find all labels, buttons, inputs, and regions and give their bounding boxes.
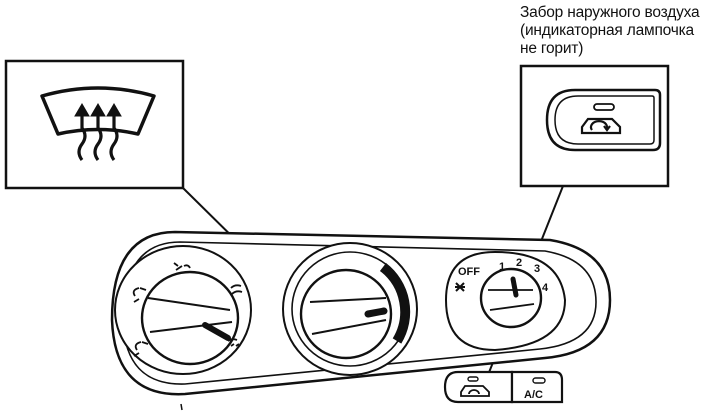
outside-air-caption: Забор наружного воздуха (индикаторная ла… — [520, 4, 720, 58]
vent-mode-icon — [132, 262, 243, 357]
recirculation-button[interactable] — [443, 370, 514, 404]
caption-line-3: не горит) — [520, 40, 584, 57]
ac-button-label: A/C — [524, 389, 543, 401]
recirculation-callout — [519, 64, 670, 188]
fan-speed-2: 2 — [516, 257, 522, 269]
fan-icon — [455, 282, 465, 292]
fan-speed-3: 3 — [534, 263, 540, 275]
temperature-hot-arc — [379, 263, 411, 344]
mode-selector-dial[interactable] — [114, 245, 252, 375]
mode-dial-pointer — [202, 322, 231, 341]
caption-line-2: (индикаторная лампочка — [520, 22, 694, 39]
stray-mark — [180, 403, 183, 411]
indicator-lamp-icon — [593, 103, 615, 111]
air-recirculation-icon — [580, 117, 622, 135]
windshield-defrost-icon — [40, 86, 156, 161]
temperature-dial-pointer — [364, 307, 388, 318]
temperature-dial[interactable] — [282, 242, 418, 376]
fan-speed-1: 1 — [499, 261, 505, 273]
defrost-callout — [4, 59, 185, 190]
fan-speed-4: 4 — [542, 282, 549, 294]
ac-button[interactable]: A/C — [510, 370, 564, 404]
recirculation-button-closeup — [545, 88, 662, 152]
fan-dial-pointer — [510, 276, 519, 298]
climate-control-panel: OFF 1 2 3 4 A/C — [110, 230, 612, 404]
ac-indicator-lamp — [532, 377, 546, 384]
fan-off-label: OFF — [458, 266, 480, 278]
caption-line-1: Забор наружного воздуха — [520, 4, 700, 21]
fan-speed-dial[interactable]: OFF 1 2 3 4 — [444, 250, 567, 352]
